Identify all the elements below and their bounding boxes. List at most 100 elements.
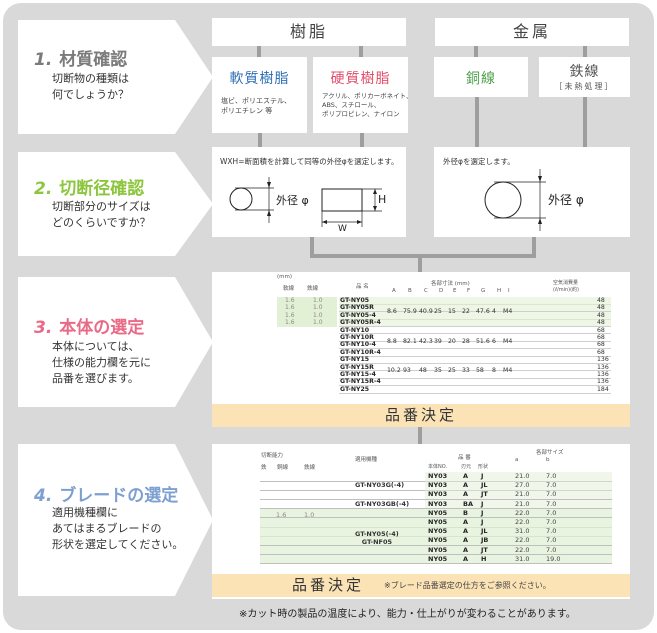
step-2-label: 切断径確認	[59, 179, 145, 199]
resin-diameter-note: WXH=断面積を計算して同等の外径φを選定します。	[220, 157, 399, 166]
dim-letter: C	[424, 288, 428, 294]
dim-letter: B	[408, 288, 412, 294]
row-highlight	[260, 536, 612, 546]
soft-resin-box: 軟質樹脂 塩ビ、ポリエステル、 ポリエチレン 等	[212, 57, 307, 133]
blade-header-machine: 適用機種	[355, 457, 378, 463]
blade-product-cell: NY05	[428, 545, 448, 554]
air-consumption: 48	[597, 311, 605, 319]
step-2-arrow	[18, 152, 213, 256]
dim-letter: I	[508, 288, 510, 294]
blade-header-product-sub-1: 刃元	[461, 464, 472, 470]
blade-product-cell: J	[481, 472, 484, 480]
dimension-value: 51.6	[476, 337, 490, 345]
step-arrows	[18, 20, 213, 596]
blade-size-cell: 7.0	[546, 508, 557, 517]
cross-section-rect	[321, 188, 363, 212]
model-name: GT-NY10R-4	[340, 348, 381, 356]
row-divider	[260, 517, 612, 518]
connector	[258, 132, 262, 148]
connector	[475, 96, 479, 148]
blade-size-cell: 21.0	[515, 490, 530, 499]
dimension-value: 25	[434, 308, 442, 316]
metal-diameter-box: 外径φを選定します。 外径 φ	[434, 147, 630, 237]
step-1-title: 1.材質確認	[34, 45, 127, 70]
model-name: GT-NY15R-4	[340, 378, 381, 386]
iron-wire-box: 鉄線 ［未熱処理］	[539, 57, 630, 97]
step-4-arrow	[18, 444, 213, 596]
dimension-value: 39	[434, 337, 442, 345]
step-2-title: 2.切断径確認	[34, 174, 144, 199]
w-label: W	[338, 224, 347, 234]
air-consumption: 48	[597, 297, 605, 304]
step-1-number: 1.	[34, 50, 53, 70]
blade-size-cell: 7.0	[546, 536, 557, 545]
blade-result-note: ※ブレード品番選定の仕方をご参照ください。	[384, 581, 551, 590]
dimension-value: 20	[448, 337, 456, 345]
outer-diameter-circle	[484, 181, 522, 219]
dimension-value: M4	[503, 367, 513, 375]
dimension-value: 8.8	[387, 337, 397, 345]
row-divider	[339, 363, 611, 364]
blade-size-cell: 21.0	[515, 472, 530, 480]
blade-size-cell: 31.0	[515, 527, 530, 536]
blade-header-product-sub-2: 形状	[478, 464, 489, 470]
hard-resin-box: 硬質樹脂 アクリル、ポリカーボネイト、 ABS、スチロール、 ポリプロピレン、ナ…	[313, 57, 413, 133]
dimension-value: 4	[492, 308, 496, 316]
model-name: GT-NY05	[340, 297, 370, 304]
resin-diameter-box: WXH=断面積を計算して同等の外径φを選定します。 外径 φ H W	[212, 147, 406, 237]
capacity-value: 1.0	[313, 304, 323, 312]
blade-header-product: 品 番	[458, 455, 471, 461]
blade-product-cell: JB	[481, 536, 489, 545]
dimension-value: 6	[492, 337, 496, 345]
blade-product-cell: A	[463, 527, 469, 536]
blade-product-cell: J	[481, 499, 484, 508]
body-spec-table: (mm) 軟線 鉄線 品 名 各部寸法 (mm) A B C D E F G H…	[277, 274, 611, 399]
step-2-description: 切断部分のサイズは どのくらいですか？	[52, 200, 151, 229]
row-divider	[260, 545, 612, 546]
row-highlight	[260, 545, 612, 555]
step-3-description: 本体については、 仕様の能力欄を元に 品番を選びます。	[52, 340, 151, 385]
h-label: H	[378, 193, 387, 206]
dimension-value: 33	[462, 367, 470, 375]
resin-diameter-diagram	[229, 177, 382, 227]
blade-size-cell: 21.0	[515, 499, 530, 508]
dim-letter: E	[453, 288, 457, 294]
connector	[359, 45, 363, 58]
capacity-cell	[277, 319, 337, 327]
dim-letter: H	[497, 288, 502, 294]
step-3-number: 3.	[34, 318, 53, 338]
blade-header-sub-2: 鉄線	[304, 465, 316, 471]
dimension-value: 48	[419, 367, 427, 375]
capacity-value: 1.6	[285, 319, 295, 327]
capacity-value: 1.6	[285, 304, 295, 312]
row-highlight	[425, 490, 612, 500]
air-consumption: 68	[597, 341, 605, 349]
row-highlight	[339, 297, 611, 305]
machine-name: GT-NY03G(-4)	[355, 481, 405, 490]
blade-spec-table: 切断能力 鉄 銅線 鉄線 適用機種 品 番 本体NO. 刃元 形状 各部サイズ …	[260, 448, 612, 570]
air-consumption: 136	[597, 371, 609, 378]
air-consumption: 136	[597, 378, 609, 386]
step-4-title: 4.ブレードの選定	[34, 481, 178, 506]
capacity-value: 1.6	[285, 297, 295, 304]
blade-size-cell: 7.0	[546, 481, 557, 490]
blade-header-size-a: a	[515, 457, 519, 463]
capacity-value: 1.0	[313, 319, 323, 327]
outer-diameter-circle	[229, 187, 253, 211]
blade-size-cell: 22.0	[515, 518, 530, 526]
air-consumption: 68	[597, 348, 605, 356]
step-3-arrow	[18, 277, 213, 407]
model-name: GT-NY10R	[340, 334, 374, 341]
row-divider	[339, 392, 611, 394]
air-consumption: 184	[597, 385, 609, 393]
blade-product-cell: JL	[481, 481, 488, 490]
